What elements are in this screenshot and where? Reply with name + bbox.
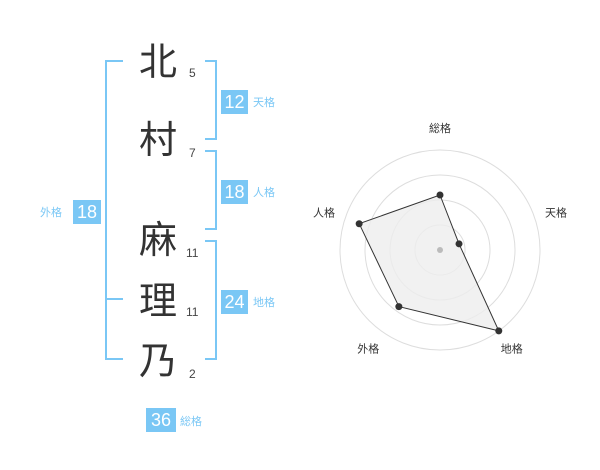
radar-area bbox=[358, 194, 500, 332]
name-char-1: 北 bbox=[139, 40, 178, 84]
radar-point-2 bbox=[455, 240, 463, 248]
name-char-5: 乃 bbox=[139, 339, 178, 383]
tenkaku-bracket bbox=[205, 60, 217, 140]
jinkaku-label: 人格 bbox=[253, 186, 275, 199]
chikaku-label: 地格 bbox=[253, 296, 275, 309]
jinkaku-bracket bbox=[205, 150, 217, 230]
name-char-3: 麻 bbox=[139, 218, 178, 262]
gaikaku-badge: 18 bbox=[73, 200, 101, 224]
name-char-4: 理 bbox=[139, 279, 178, 323]
chikaku-bracket bbox=[205, 240, 217, 360]
radar-ring-4 bbox=[339, 149, 541, 351]
stroke-count-4: 11 bbox=[186, 305, 199, 319]
stroke-count-3: 11 bbox=[186, 246, 199, 260]
tenkaku-badge: 12 bbox=[221, 90, 248, 114]
radar-point-5 bbox=[355, 220, 363, 228]
chikaku-badge: 24 bbox=[221, 290, 248, 314]
name-char-2: 村 bbox=[139, 118, 178, 162]
gaikaku-label: 外格 bbox=[40, 206, 62, 219]
radar-axis-label-1: 総格 bbox=[429, 121, 451, 135]
tenkaku-label: 天格 bbox=[253, 96, 275, 109]
radar-ring-3 bbox=[364, 174, 516, 326]
stroke-count-5: 2 bbox=[189, 367, 196, 381]
gaikaku-bracket bbox=[105, 60, 123, 360]
radar-point-1 bbox=[436, 191, 444, 199]
radar-point-3 bbox=[495, 327, 503, 335]
radar-center-dot bbox=[437, 247, 443, 253]
stroke-count-1: 5 bbox=[189, 66, 196, 80]
radar-axis-label-3: 地格 bbox=[501, 342, 523, 356]
soukaku-label: 総格 bbox=[180, 415, 202, 428]
soukaku-badge: 36 bbox=[146, 408, 176, 432]
gaikaku-bracket-mid-tick bbox=[105, 298, 123, 300]
radar-axis-label-5: 人格 bbox=[313, 205, 335, 219]
jinkaku-badge: 18 bbox=[221, 180, 248, 204]
radar-point-4 bbox=[395, 303, 403, 311]
radar-axis-label-4: 外格 bbox=[357, 342, 379, 356]
stroke-count-2: 7 bbox=[189, 146, 196, 160]
radar-axis-label-2: 天格 bbox=[545, 205, 567, 219]
